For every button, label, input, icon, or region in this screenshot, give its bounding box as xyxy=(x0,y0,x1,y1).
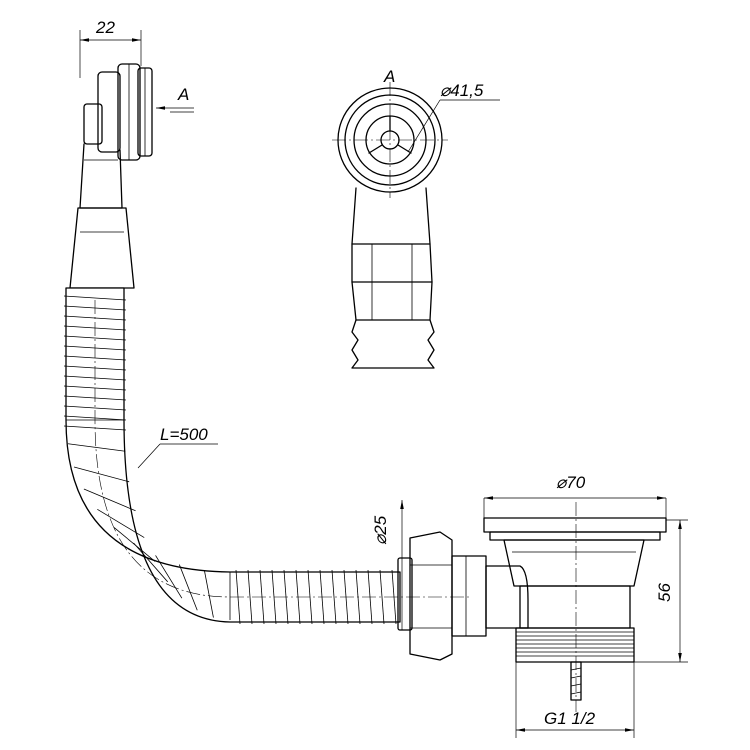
label-top-width: 22 xyxy=(95,18,115,37)
hose-rib xyxy=(63,335,127,341)
hose-rib xyxy=(63,295,127,301)
hose-rib xyxy=(178,564,198,611)
label-height: 56 xyxy=(655,583,674,602)
thread-lines xyxy=(516,631,634,657)
hose-rib xyxy=(203,570,214,618)
hose-rib xyxy=(331,569,337,625)
hose-rib xyxy=(155,555,183,599)
label-view-title: A xyxy=(383,67,395,86)
dimension-lines xyxy=(79,30,688,738)
label-strainer-diameter: ⌀70 xyxy=(556,473,586,492)
hose-rib xyxy=(379,569,385,625)
union-nut xyxy=(397,531,529,661)
hose-rib xyxy=(307,569,313,625)
corrugated-hose xyxy=(63,287,470,625)
overflow-head-side-view xyxy=(69,63,153,289)
label-thread: G1 1/2 xyxy=(544,709,596,728)
hose-ribs-vertical xyxy=(63,295,231,620)
hose-rib xyxy=(133,542,168,583)
hose-rib xyxy=(247,569,253,625)
hose-rib xyxy=(83,488,136,512)
hose-rib xyxy=(97,509,145,538)
hose-rib xyxy=(67,443,126,452)
label-view-arrow: A xyxy=(177,85,189,104)
label-pipe-diameter: ⌀25 xyxy=(371,515,390,545)
hose-rib xyxy=(63,405,127,411)
label-hose-length: L=500 xyxy=(160,425,208,444)
label-overflow-diameter: ⌀41,5 xyxy=(440,81,484,100)
hose-rib xyxy=(73,466,130,483)
strainer-body xyxy=(483,502,667,712)
view-a-front xyxy=(332,82,448,369)
